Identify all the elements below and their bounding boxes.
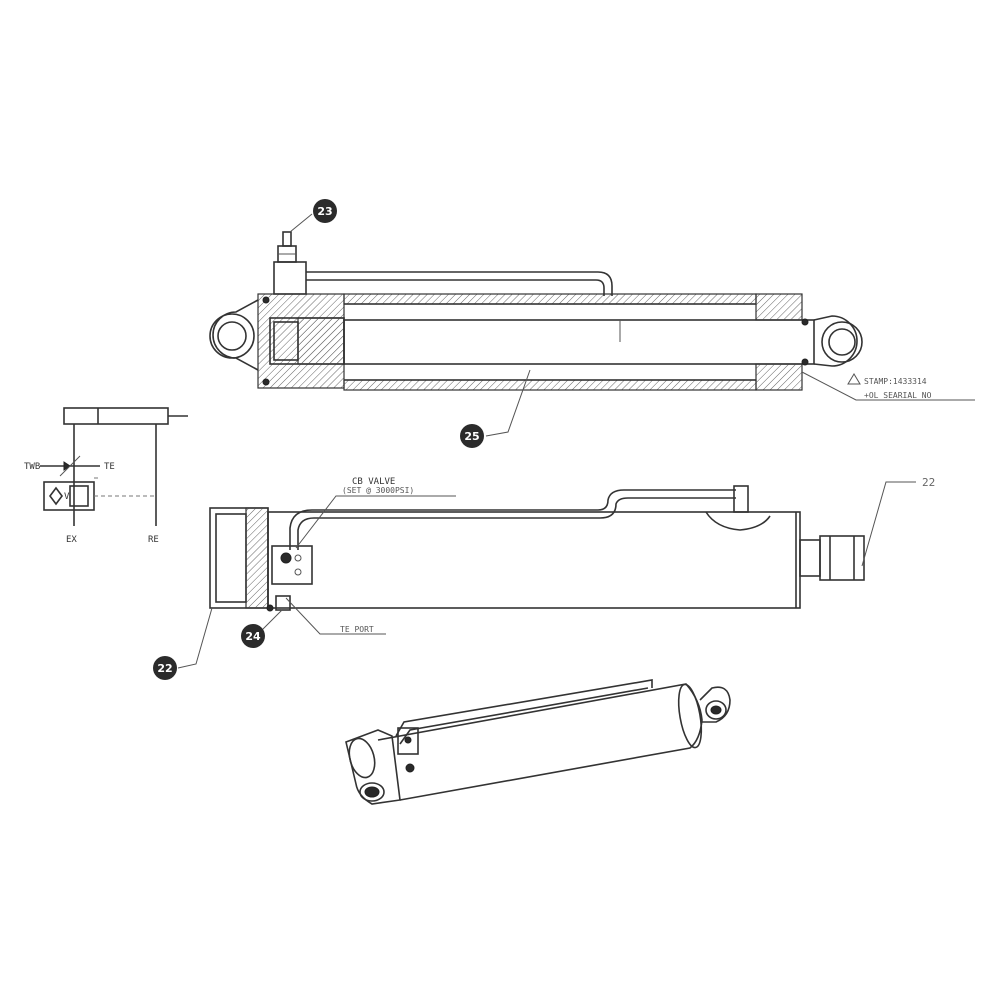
barrel-wall-top [343, 293, 757, 305]
rod-gland-section [755, 293, 803, 321]
cylinder-section-view: 23 25 STAMP:1433314 +OL SEARIAL NO [209, 199, 975, 448]
svg-text:23: 23 [317, 205, 332, 218]
right-rod-eye [813, 315, 863, 367]
port-te: TE [104, 462, 115, 472]
hydraulic-schematic: TWB TE V EX RE [24, 407, 188, 545]
port-twb: TWB [24, 462, 40, 472]
iso-cb-valve [397, 727, 419, 755]
svg-text:22: 22 [157, 662, 172, 675]
barrel-wall-bottom [343, 379, 757, 391]
cb-valve-block [273, 231, 307, 295]
te-port-fitting [275, 595, 291, 611]
side-cb-valve [271, 545, 313, 585]
side-tube-line [289, 489, 736, 550]
port-ex: EX [66, 535, 77, 545]
cylinder-barrel [267, 511, 801, 609]
port-re: RE [148, 535, 159, 545]
callout-22-plain: 22 [861, 476, 935, 567]
callout-25: 25 [460, 369, 531, 448]
cb-valve-setting: (SET @ 3000PSI) [342, 486, 414, 495]
iso-rod-eye [699, 686, 731, 723]
callout-23: 23 [289, 199, 337, 233]
cb-valve-title: CB VALVE [352, 477, 395, 487]
stamp-note: STAMP:1433314 [864, 377, 927, 386]
cylinder-isometric-view [345, 679, 731, 805]
hydraulic-tube-line [306, 271, 613, 296]
svg-text:22: 22 [922, 476, 935, 489]
iso-barrel [377, 683, 703, 801]
rod-end-fitting [799, 535, 865, 581]
serial-note: +OL SEARIAL NO [864, 391, 932, 400]
port-v: V [64, 492, 70, 502]
cylinder-side-view: CB VALVE (SET @ 3000PSI) TE PORT 24 22 2… [153, 476, 935, 680]
callout-24: 24 [241, 609, 283, 648]
svg-text:24: 24 [245, 630, 261, 643]
schematic-cylinder [63, 407, 169, 425]
piston-rod [343, 319, 815, 365]
left-clevis-eye [209, 299, 259, 371]
callout-22: 22 [153, 607, 213, 680]
te-port-note: TE PORT [340, 625, 374, 634]
svg-text:25: 25 [464, 430, 479, 443]
